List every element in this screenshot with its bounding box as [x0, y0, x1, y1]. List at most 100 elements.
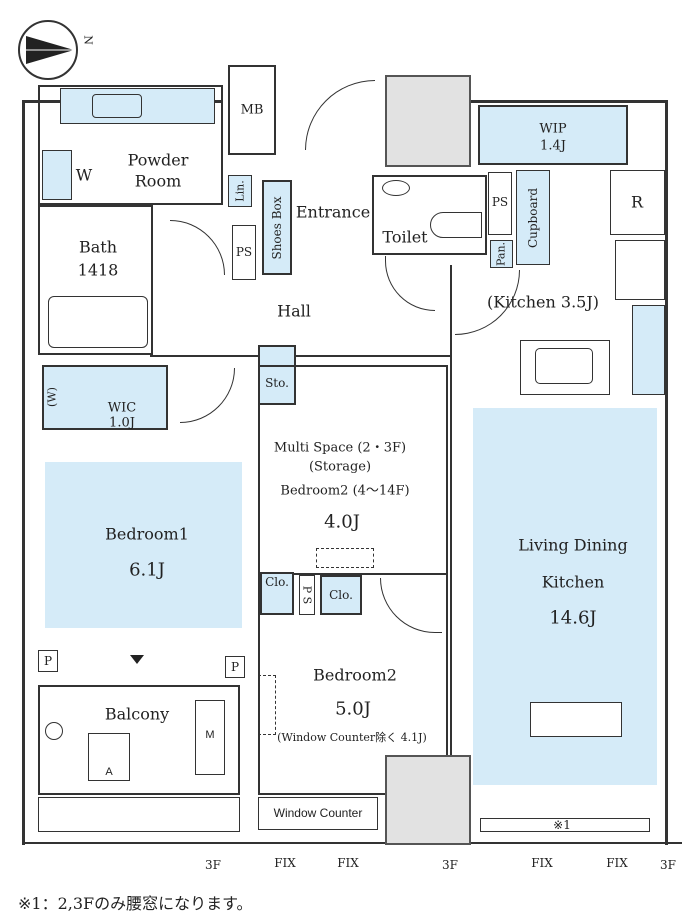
ps-kitchen	[488, 172, 512, 235]
powder-room-label: Powder	[127, 150, 189, 170]
multi-space-label: Multi Space (2・3F)	[273, 440, 407, 456]
toilet-bowl-icon	[430, 212, 482, 238]
ps-entrance-label: PS	[235, 245, 253, 259]
floor-label-3f-1: 3F	[205, 858, 221, 872]
bedroom1-door[interactable]	[180, 368, 235, 423]
kitchen-cabinet	[632, 305, 665, 395]
wip-size: 1.4J	[540, 138, 566, 154]
ldk-label: Living Dining	[518, 535, 628, 555]
shaft-top	[385, 75, 471, 167]
toilet	[372, 175, 487, 255]
balcony-label: Balcony	[104, 704, 170, 724]
stove-icon	[615, 240, 665, 300]
closet-2-label: Clo.	[329, 588, 353, 602]
ldk-label-2: Kitchen	[541, 572, 605, 592]
pantry	[490, 240, 513, 268]
wic	[42, 365, 168, 430]
p-box-1	[38, 650, 58, 672]
footnote: ※1：2,3Fのみ腰窓になります。	[18, 894, 253, 913]
aircon-label: A	[105, 766, 113, 778]
fix-label-3: FIX	[531, 856, 553, 870]
balcony	[38, 685, 240, 795]
storage	[258, 345, 296, 405]
fix-label-2: FIX	[337, 856, 359, 870]
window-ldk	[480, 818, 650, 832]
floor-label-3f-2: 3F	[442, 858, 458, 872]
bedroom2	[258, 575, 448, 795]
bath	[38, 205, 153, 355]
bedroom1	[45, 462, 242, 628]
closet-1	[260, 572, 294, 615]
multi-space-storage: (Storage)	[308, 459, 372, 475]
pantry-label: Pan.	[494, 241, 508, 267]
kitchen-counter	[520, 340, 610, 395]
m-unit	[195, 700, 225, 775]
refrigerator-label: R	[630, 192, 644, 212]
hall-wall	[150, 355, 450, 357]
mb-label: MB	[240, 102, 264, 118]
bath-label: Bath	[78, 237, 118, 257]
entrance-door[interactable]	[305, 80, 375, 150]
fix-label-4: FIX	[606, 856, 628, 870]
bedroom1-size: 6.1J	[129, 559, 165, 581]
multi-space-size: 4.0J	[324, 511, 360, 533]
p-box-2	[225, 656, 245, 678]
north-label: N	[81, 35, 95, 45]
ac-outline	[316, 548, 374, 568]
multi-space-bedroom: Bedroom2 (4～14F)	[280, 483, 410, 499]
ps-mid	[299, 575, 315, 615]
refrigerator-space	[610, 170, 665, 235]
powder-room	[38, 85, 223, 205]
multi-space	[258, 365, 448, 575]
note-mark: ※1	[553, 818, 571, 832]
closet-1-label: Clo.	[265, 575, 289, 589]
bottom-wall	[22, 842, 682, 844]
toilet-label: Toilet	[382, 227, 428, 247]
wic-w-label: (W)	[45, 387, 59, 407]
shoes-box-label: Shoes Box	[270, 196, 284, 260]
outer-wall-right	[470, 100, 668, 845]
linen-closet	[228, 175, 252, 207]
toilet-door[interactable]	[385, 256, 435, 311]
kitchen-label: (Kitchen 3.5J)	[487, 292, 599, 312]
bedroom2-label: Bedroom2	[313, 665, 397, 685]
entrance-label: Entrance	[295, 202, 371, 222]
hall-label: Hall	[277, 301, 311, 321]
cupboard	[516, 170, 550, 265]
ps-mid-label: P S	[300, 585, 314, 605]
aircon-unit	[88, 733, 130, 781]
shaft-bottom	[385, 755, 471, 845]
powder-room-label-2: Room	[134, 171, 182, 191]
drain-icon	[45, 722, 63, 740]
ldk-wall	[450, 265, 452, 845]
bedroom2-note: (Window Counter除く 4.1J)	[277, 731, 427, 744]
bath-size: 1418	[77, 260, 119, 280]
balcony-railing	[38, 797, 240, 832]
sink-icon	[92, 94, 142, 118]
bedroom2-size: 5.0J	[335, 698, 371, 720]
window-counter-dash	[258, 675, 276, 735]
washer-space	[42, 150, 72, 200]
kitchen-sink-icon	[535, 348, 593, 384]
floor-label-3f-3: 3F	[660, 858, 676, 872]
p-label-1: P	[43, 654, 53, 668]
fix-label-1: FIX	[274, 856, 296, 870]
ps-kitchen-label: PS	[491, 195, 509, 209]
window-marker-icon	[130, 655, 144, 664]
closet-2	[320, 575, 362, 615]
storage-label: Sto.	[265, 376, 289, 390]
wic-size: 1.0J	[109, 415, 135, 431]
window-counter	[258, 797, 378, 830]
wic-label: WIC	[107, 400, 137, 416]
ldk-size: 14.6J	[549, 607, 597, 629]
p-label-2: P	[230, 660, 240, 674]
shoes-box	[262, 180, 292, 275]
compass-icon	[18, 20, 78, 80]
mb-closet	[228, 65, 276, 155]
cupboard-label: Cupboard	[526, 187, 540, 249]
bathtub-icon	[48, 296, 148, 348]
ps-entrance	[232, 225, 256, 280]
wip-label: WIP	[539, 121, 567, 137]
m-unit-label: M	[205, 729, 215, 741]
